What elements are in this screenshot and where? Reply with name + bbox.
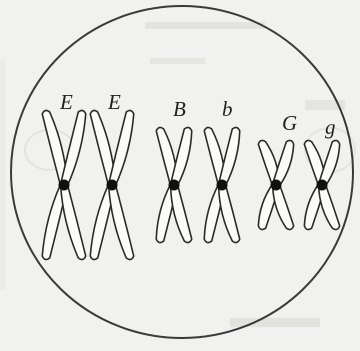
centromere-e1 [59, 180, 70, 191]
chromosome-e2 [90, 110, 133, 259]
chromosome-b2-arm-lower-right [219, 184, 240, 242]
chromosome-g1 [258, 140, 293, 229]
allele-label-b1: B [173, 99, 186, 120]
centromere-g1 [271, 180, 282, 191]
allele-label-g1: G [282, 113, 297, 134]
allele-label-g2: g [325, 117, 336, 138]
allele-label-b2: b [222, 99, 233, 120]
allele-label-e2: E [108, 92, 121, 113]
chromosome-g1-arm-lower-right [273, 184, 294, 230]
chromosome-e1-arm-upper-right [61, 110, 86, 185]
chromosome-b2 [204, 127, 239, 242]
chromosome-g2 [304, 140, 339, 229]
centromere-b1 [169, 180, 180, 191]
chromosome-b1-arm-lower-right [171, 184, 192, 242]
chromosome-b1 [156, 127, 191, 242]
centromere-e2 [107, 180, 118, 191]
centromere-b2 [217, 180, 228, 191]
chromosome-g2-arm-lower-right [319, 184, 340, 230]
chromosome-e1-arm-lower-right [61, 184, 86, 259]
allele-label-e1: E [60, 92, 73, 113]
chromosome-e2-arm-upper-right [109, 110, 134, 185]
chromosome-e2-arm-lower-right [109, 184, 134, 259]
centromere-g2 [317, 180, 328, 191]
